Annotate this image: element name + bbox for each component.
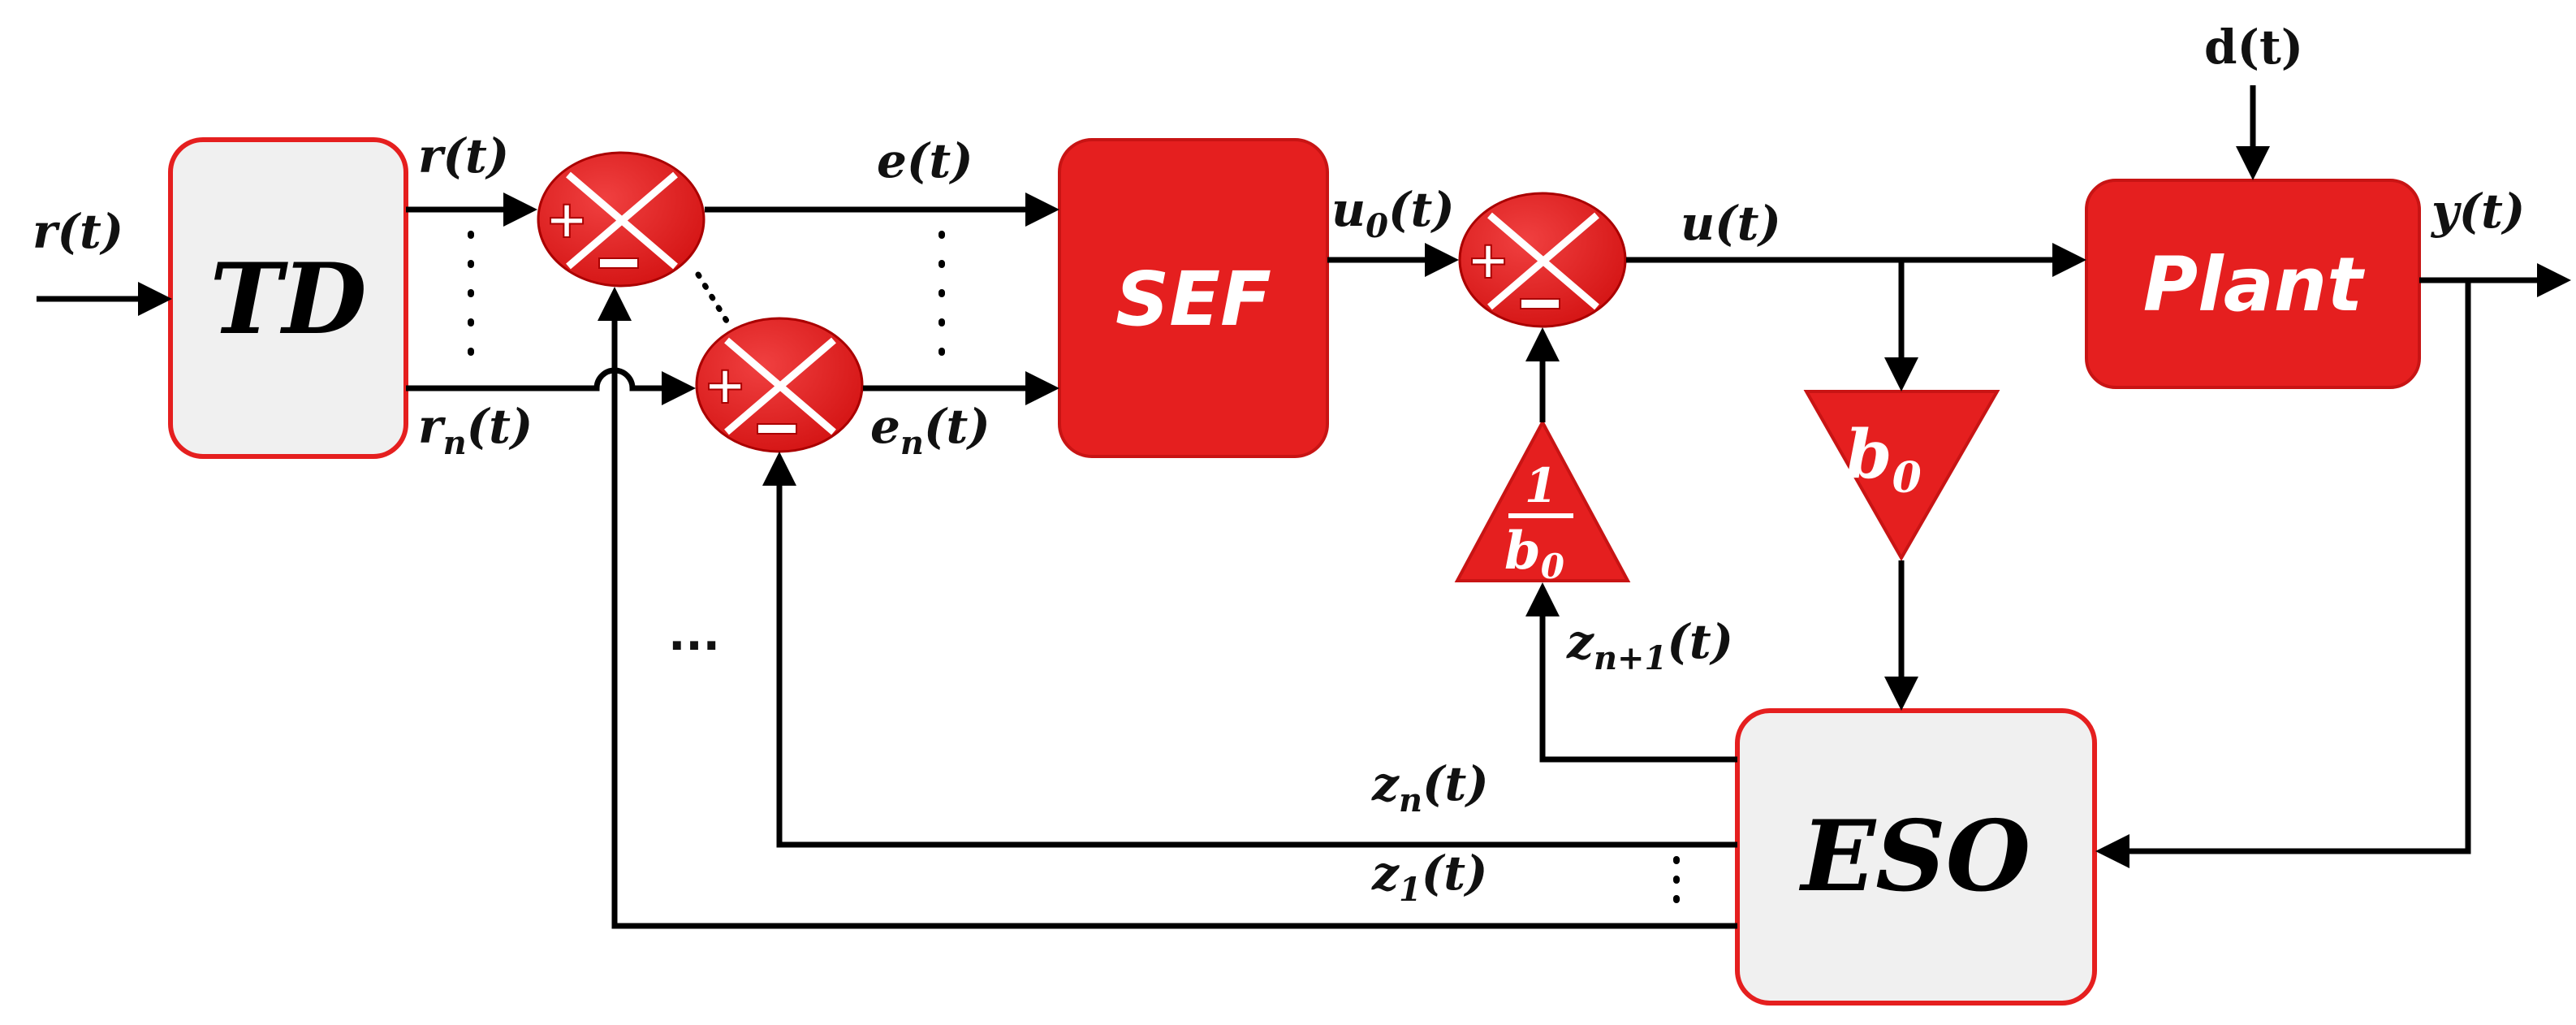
label-e: e(t) bbox=[877, 133, 973, 188]
label-r-output: r(t) bbox=[418, 128, 509, 184]
sef-label: SEF bbox=[1115, 256, 1271, 343]
label-u0: u0(t) bbox=[1331, 182, 1455, 245]
label-rn-output: rn(t) bbox=[418, 399, 533, 462]
minus-sign-2 bbox=[757, 423, 797, 435]
minus-sign-1 bbox=[598, 257, 639, 269]
plus-sign-3: + bbox=[1466, 231, 1510, 291]
b0-gain-label: b0 bbox=[1845, 416, 1922, 503]
eso-label: ESO bbox=[1799, 799, 2031, 914]
label-z1: z1(t) bbox=[1371, 846, 1487, 909]
label-d: d(t) bbox=[2204, 19, 2303, 75]
td-label: TD bbox=[209, 242, 366, 357]
sum-junction-2: + bbox=[695, 317, 864, 453]
plus-sign-2: + bbox=[703, 356, 747, 416]
inv-b0-gain-block: 1 b0 bbox=[1454, 418, 1631, 586]
sum-junction-1: + bbox=[537, 151, 705, 288]
label-u: u(t) bbox=[1681, 196, 1781, 251]
inv-gain-denominator: b0 bbox=[1504, 521, 1564, 586]
sef-block: SEF bbox=[1058, 138, 1329, 458]
signal-wires bbox=[37, 85, 2571, 929]
label-en: en(t) bbox=[870, 399, 990, 462]
label-r-input: r(t) bbox=[32, 204, 123, 259]
horizontal-ellipsis: ... bbox=[668, 608, 720, 661]
eso-block: ESO bbox=[1735, 708, 2097, 1006]
td-block: TD bbox=[168, 137, 408, 459]
minus-sign-3 bbox=[1520, 298, 1560, 309]
label-zn1: zn+1(t) bbox=[1566, 614, 1733, 677]
junction-dots bbox=[695, 271, 730, 324]
plus-sign-1: + bbox=[545, 190, 589, 250]
sum-junction-3: + bbox=[1458, 192, 1627, 328]
label-zn: zn(t) bbox=[1371, 756, 1489, 820]
label-y: y(t) bbox=[2430, 184, 2525, 239]
b0-gain-block: b0 bbox=[1803, 390, 2000, 562]
plant-block: Plant bbox=[2085, 179, 2421, 389]
plant-label: Plant bbox=[2143, 241, 2366, 328]
inv-gain-numerator: 1 bbox=[1525, 458, 1557, 513]
